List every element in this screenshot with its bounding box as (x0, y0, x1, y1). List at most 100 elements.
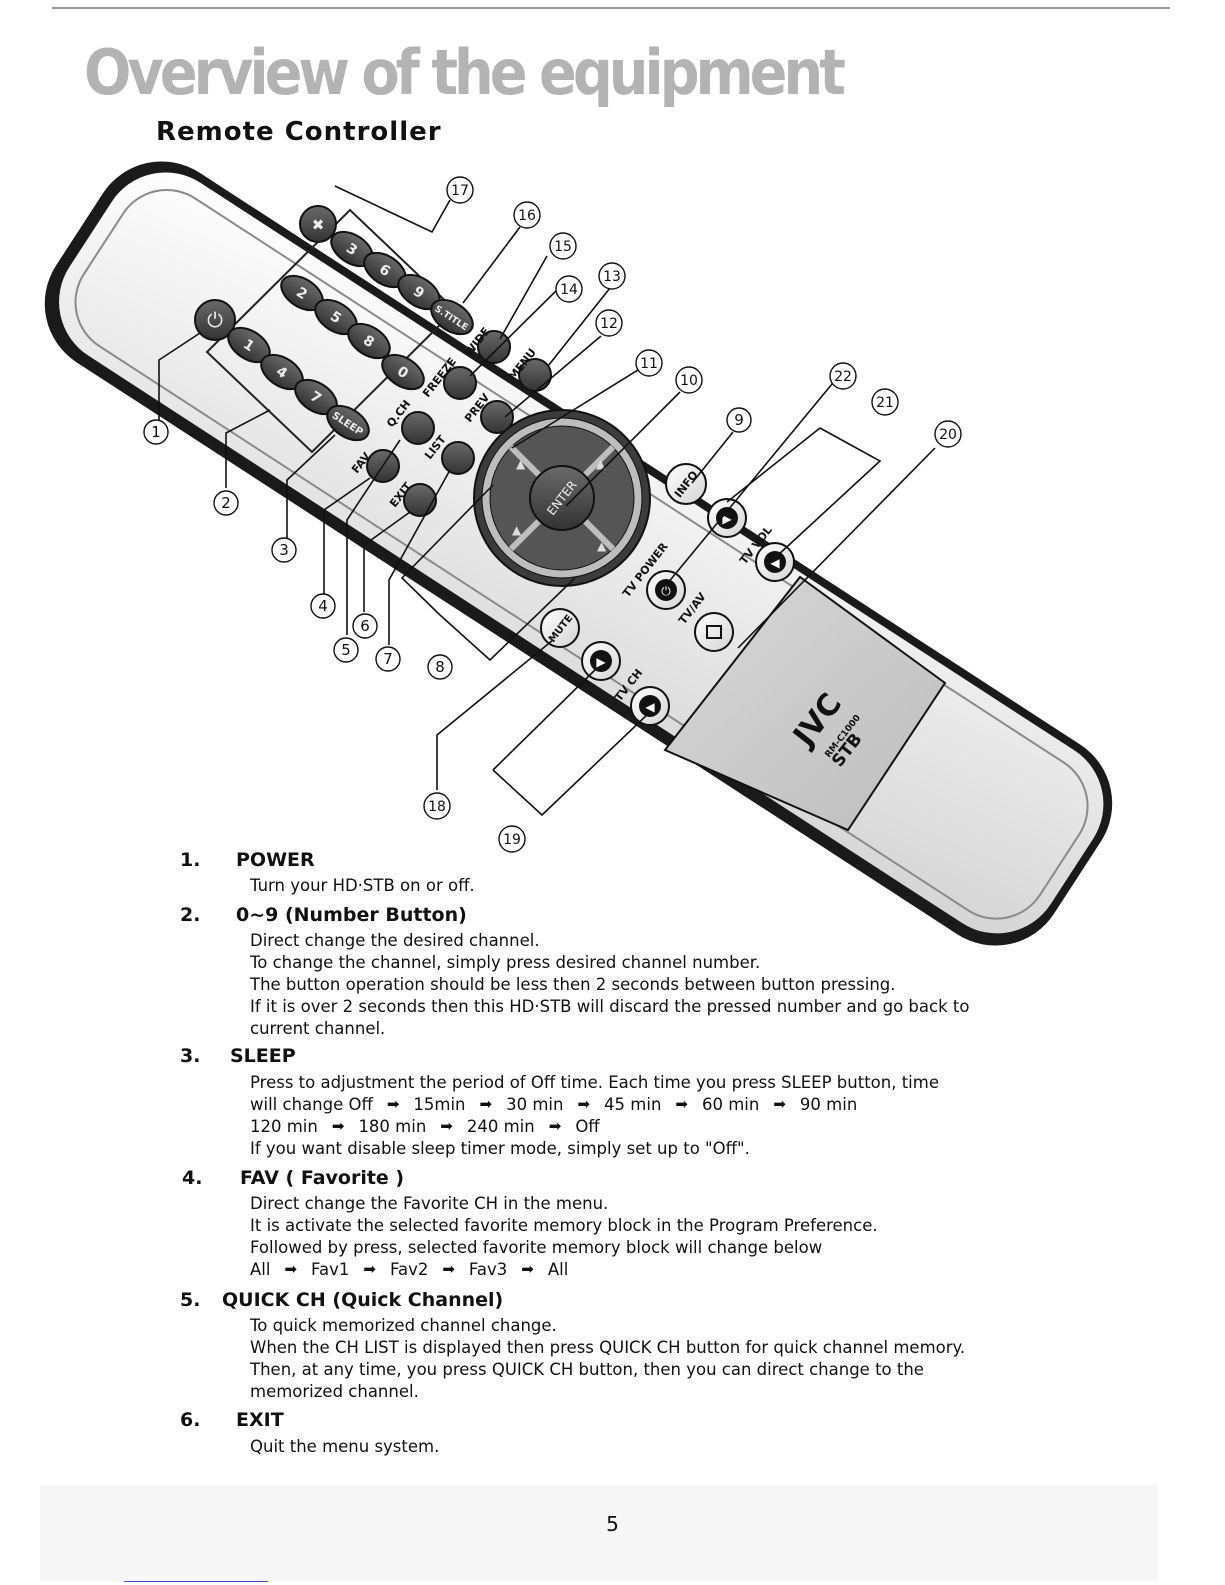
tv-vol-down-button[interactable]: ◀ (755, 542, 795, 582)
power-button[interactable]: ⏻ (194, 299, 236, 341)
item-6-line: Quit the menu system. (250, 1437, 440, 1456)
tv-av-button[interactable] (694, 612, 734, 652)
callout-8: 8 (427, 654, 453, 680)
seq-value: 45 min (604, 1095, 662, 1114)
page-number: 5 (606, 1512, 619, 1536)
tv-vol-up-button[interactable]: ▶ (707, 498, 747, 538)
seq-value: All (250, 1260, 271, 1279)
enter-button[interactable]: ENTER (529, 465, 595, 531)
mute-button[interactable]: MUTE (540, 608, 580, 648)
page-title: Overview of the equipment (84, 36, 846, 109)
item-4-title: FAV ( Favorite ) (240, 1167, 405, 1189)
exit-button[interactable] (403, 483, 437, 517)
wide-button[interactable] (477, 330, 511, 364)
arrow-right-icon: ➡ (284, 1260, 298, 1278)
callout-10: 10 (675, 366, 703, 394)
seq-value: All (547, 1260, 569, 1279)
item-5-line: memorized channel. (250, 1382, 419, 1401)
arrow-right-icon: ➡ (773, 1095, 786, 1113)
top-icon-button[interactable]: ✖ (299, 205, 337, 243)
item-2-line: The button operation should be less then… (250, 975, 896, 994)
tv-ch-down-button[interactable]: ◀ (630, 686, 670, 726)
triangle-right-icon: ▶ (722, 512, 732, 526)
svg-text:11: 11 (640, 356, 658, 372)
item-5-line: Then, at any time, you press QUICK CH bu… (250, 1360, 924, 1379)
freeze-button[interactable] (443, 366, 477, 400)
svg-text:19: 19 (503, 832, 521, 848)
arrow-right-icon: ➡ (675, 1095, 688, 1113)
number-button-0[interactable]: 0 (376, 348, 430, 397)
triangle-up-icon: ▶ (596, 655, 606, 669)
nav-left-arrow-icon[interactable]: ▲ (512, 523, 522, 537)
arrow-right-icon: ➡ (442, 1260, 455, 1278)
svg-text:18: 18 (428, 799, 446, 815)
item-2-line: Direct change the desired channel. (250, 931, 540, 950)
svg-text:14: 14 (560, 282, 578, 298)
item-2-number: 2. (180, 904, 201, 926)
callout-21: 21 (871, 388, 899, 416)
callout-9: 9 (726, 407, 752, 433)
prev-button[interactable] (480, 400, 514, 434)
svg-text:12: 12 (600, 316, 618, 332)
callout-3: 3 (271, 537, 297, 563)
arrow-right-icon: ➡ (386, 1095, 400, 1113)
sleep-button[interactable]: SLEEP (321, 399, 375, 448)
svg-text:17: 17 (451, 183, 469, 199)
nav-right-arrow-icon[interactable]: ▲ (596, 457, 606, 471)
item-4-line: Direct change the Favorite CH in the men… (250, 1194, 609, 1213)
mute-speaker-icon: ✖ (312, 216, 325, 234)
leader-lines (158, 185, 936, 817)
svg-text:15: 15 (554, 239, 572, 255)
fav-sequence-row: All➡Fav1➡Fav2➡Fav3➡All (250, 1259, 568, 1281)
arrow-right-icon: ➡ (363, 1260, 376, 1278)
item-1-number: 1. (180, 849, 201, 871)
brand-panel: JVC RM-C1000 STB (663, 575, 947, 832)
nav-down-arrow-icon[interactable]: ▲ (597, 539, 607, 553)
triangle-down-icon: ◀ (645, 700, 655, 714)
svg-text:5: 5 (341, 641, 351, 659)
info-button[interactable]: INFO (665, 463, 707, 505)
number-button-9[interactable]: 9 (392, 268, 446, 317)
callout-22: 22 (829, 362, 857, 390)
tv-power-button[interactable]: ⏻ (646, 570, 686, 610)
svg-text:9: 9 (734, 411, 744, 429)
seq-value: Fav3 (468, 1260, 508, 1279)
number-button-8[interactable]: 8 (342, 317, 396, 366)
callout-7: 7 (375, 646, 401, 672)
seq-value: 15min (413, 1095, 466, 1114)
number-button-1[interactable]: 1 (222, 321, 276, 370)
callout-11: 11 (635, 349, 663, 377)
tv-power-icon: ⏻ (661, 584, 671, 598)
subtitle-button[interactable]: S.TITLE (425, 293, 479, 342)
callout-5: 5 (333, 637, 359, 663)
item-5-line: To quick memorized channel change. (250, 1316, 557, 1335)
arrow-right-icon: ➡ (577, 1095, 591, 1113)
callout-16: 16 (513, 201, 541, 229)
item-4-line: It is activate the selected favorite mem… (250, 1216, 878, 1235)
svg-text:6: 6 (360, 617, 370, 635)
svg-text:16: 16 (518, 208, 536, 224)
q-ch-button[interactable] (401, 411, 435, 445)
svg-text:3: 3 (279, 541, 289, 559)
svg-text:20: 20 (939, 427, 957, 443)
item-1-title: POWER (236, 849, 315, 871)
item-4-number: 4. (182, 1167, 203, 1189)
item-2-line: If it is over 2 seconds then this HD·STB… (250, 997, 970, 1016)
tv-ch-up-button[interactable]: ▶ (581, 641, 621, 681)
arrow-right-icon: ➡ (548, 1117, 562, 1135)
item-5-line: When the CH LIST is displayed then press… (250, 1338, 966, 1357)
number-button-2[interactable]: 2 (275, 269, 329, 318)
list-button[interactable] (441, 441, 475, 475)
callout-17: 17 (446, 176, 474, 204)
item-5-number: 5. (180, 1289, 201, 1311)
number-button-4[interactable]: 4 (255, 348, 309, 397)
item-5-title: QUICK CH (Quick Channel) (222, 1289, 504, 1311)
number-button-3[interactable]: 3 (325, 225, 379, 274)
callout-19: 19 (498, 825, 526, 853)
sleep-sequence-row-2: 120 min➡180 min➡240 min➡Off (250, 1116, 600, 1138)
power-icon: ⏻ (207, 308, 223, 332)
seq-value: 120 min (250, 1117, 318, 1136)
nav-up-arrow-icon[interactable]: ▲ (516, 457, 526, 471)
svg-text:13: 13 (603, 269, 621, 285)
item-6-title: EXIT (236, 1409, 284, 1431)
